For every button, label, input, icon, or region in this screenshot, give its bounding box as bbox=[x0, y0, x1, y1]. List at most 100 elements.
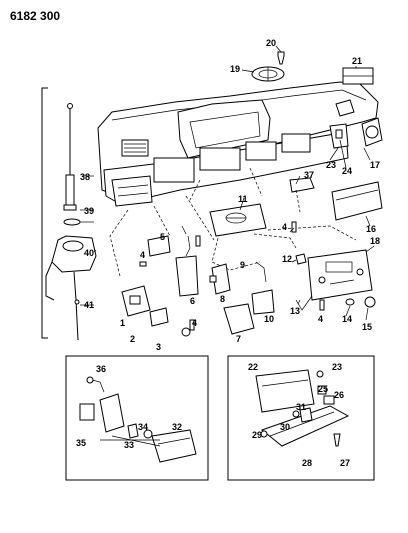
callout-10: 10 bbox=[264, 314, 274, 324]
antenna-adapter-ring bbox=[62, 240, 84, 252]
screw bbox=[195, 235, 201, 247]
door-lock bbox=[299, 407, 313, 423]
callout-18: 18 bbox=[370, 236, 380, 246]
left-bezel-panel bbox=[111, 175, 153, 207]
antenna-nut bbox=[63, 204, 77, 211]
right-opening bbox=[281, 133, 311, 153]
callout-6: 6 bbox=[190, 296, 195, 306]
switch-assembly bbox=[147, 235, 171, 257]
callout-2: 2 bbox=[130, 334, 135, 344]
callout-14: 14 bbox=[342, 314, 352, 324]
lighter-knob bbox=[127, 423, 139, 439]
heater-control-assembly bbox=[209, 203, 267, 237]
callout-26: 26 bbox=[334, 390, 344, 400]
antenna-base-sleeve bbox=[65, 174, 75, 206]
instrument-panel-assembly bbox=[97, 51, 383, 237]
callout-leaders bbox=[239, 45, 375, 321]
lower-left-inset bbox=[65, 355, 209, 481]
center-opening bbox=[199, 147, 241, 171]
screw bbox=[319, 299, 325, 311]
speaker-screw bbox=[277, 51, 285, 65]
ash-receiver-housing bbox=[99, 393, 125, 433]
screw bbox=[291, 221, 297, 233]
callout-27: 27 bbox=[340, 458, 350, 468]
callout-31: 31 bbox=[296, 402, 306, 412]
callout-20: 20 bbox=[266, 38, 276, 48]
right-vent-grille bbox=[365, 125, 379, 139]
latch-striker bbox=[317, 385, 327, 395]
switch-knob bbox=[149, 307, 169, 327]
callout-19: 19 bbox=[230, 64, 240, 74]
callout-24: 24 bbox=[342, 166, 352, 176]
callout-34: 34 bbox=[138, 422, 148, 432]
radio-knob bbox=[345, 298, 355, 306]
callout-37: 37 bbox=[304, 170, 314, 180]
lock-bezel bbox=[292, 410, 300, 418]
antenna-cable-clip bbox=[74, 299, 80, 305]
callout-8: 8 bbox=[220, 294, 225, 304]
ash-tray bbox=[223, 303, 255, 335]
callout-25: 25 bbox=[318, 384, 328, 394]
callout-23-lower: 23 bbox=[332, 362, 342, 372]
callout-1: 1 bbox=[120, 318, 125, 328]
bin-screw bbox=[316, 370, 324, 378]
antenna-bezel bbox=[63, 218, 81, 226]
callout-16: 16 bbox=[366, 224, 376, 234]
callout-17: 17 bbox=[370, 160, 380, 170]
callout-40: 40 bbox=[84, 248, 94, 258]
glove-box-bin bbox=[255, 369, 315, 413]
antenna-mount-arm bbox=[45, 261, 55, 301]
lower-right-inset bbox=[227, 355, 375, 481]
callout-numbers: 20 19 21 17 23 24 37 16 11 38 39 40 41 5… bbox=[76, 38, 380, 468]
diagram-id-label: 6182 300 bbox=[10, 9, 60, 23]
switch-bracket bbox=[175, 255, 199, 297]
nameplate-badge bbox=[335, 99, 355, 117]
callout-30: 30 bbox=[280, 422, 290, 432]
lighter-element bbox=[79, 403, 95, 421]
callout-32: 32 bbox=[172, 422, 182, 432]
mid-components bbox=[121, 221, 376, 337]
cigar-lighter-housing bbox=[251, 289, 275, 315]
lower-left-inset-frame bbox=[65, 355, 209, 481]
callout-21: 21 bbox=[352, 56, 362, 66]
callout-36: 36 bbox=[96, 364, 106, 374]
antenna-tip bbox=[67, 103, 73, 109]
callout-22: 22 bbox=[248, 362, 258, 372]
callout-13: 13 bbox=[290, 306, 300, 316]
callout-4-lower: 4 bbox=[318, 314, 323, 324]
radio-bracket bbox=[295, 253, 307, 265]
lower-right-inset-frame bbox=[227, 355, 375, 481]
radio-knob-cap bbox=[364, 296, 376, 308]
door-bumper-screw bbox=[333, 433, 341, 447]
retaining-nut bbox=[181, 327, 191, 337]
callout-15: 15 bbox=[362, 322, 372, 332]
callout-5: 5 bbox=[160, 232, 165, 242]
callout-7: 7 bbox=[236, 334, 241, 344]
radio-opening bbox=[153, 157, 195, 183]
fog-lamp-switch bbox=[211, 263, 231, 295]
antenna-cable bbox=[73, 271, 79, 341]
callout-12: 12 bbox=[282, 254, 292, 264]
antenna-inset bbox=[41, 87, 97, 341]
door-hinge-pin bbox=[260, 430, 268, 438]
callout-4-center: 4 bbox=[192, 318, 197, 328]
lighter-retainer bbox=[143, 429, 153, 439]
latch-screw bbox=[323, 395, 335, 405]
callout-35: 35 bbox=[76, 438, 86, 448]
callout-39: 39 bbox=[84, 206, 94, 216]
callout-4-left: 4 bbox=[140, 250, 145, 260]
leader-dashes bbox=[109, 167, 357, 277]
ash-tray-drawer bbox=[151, 429, 197, 463]
callout-38: 38 bbox=[80, 172, 90, 182]
callout-29: 29 bbox=[252, 430, 262, 440]
antenna-inset-bracket bbox=[41, 87, 48, 339]
callout-4-right: 4 bbox=[282, 222, 287, 232]
screw bbox=[189, 319, 195, 331]
control-opening bbox=[245, 141, 277, 161]
callout-11: 11 bbox=[238, 194, 248, 204]
callout-23-top: 23 bbox=[326, 160, 336, 170]
callout-9: 9 bbox=[240, 260, 245, 270]
callout-3: 3 bbox=[156, 342, 161, 352]
callout-28: 28 bbox=[302, 458, 312, 468]
